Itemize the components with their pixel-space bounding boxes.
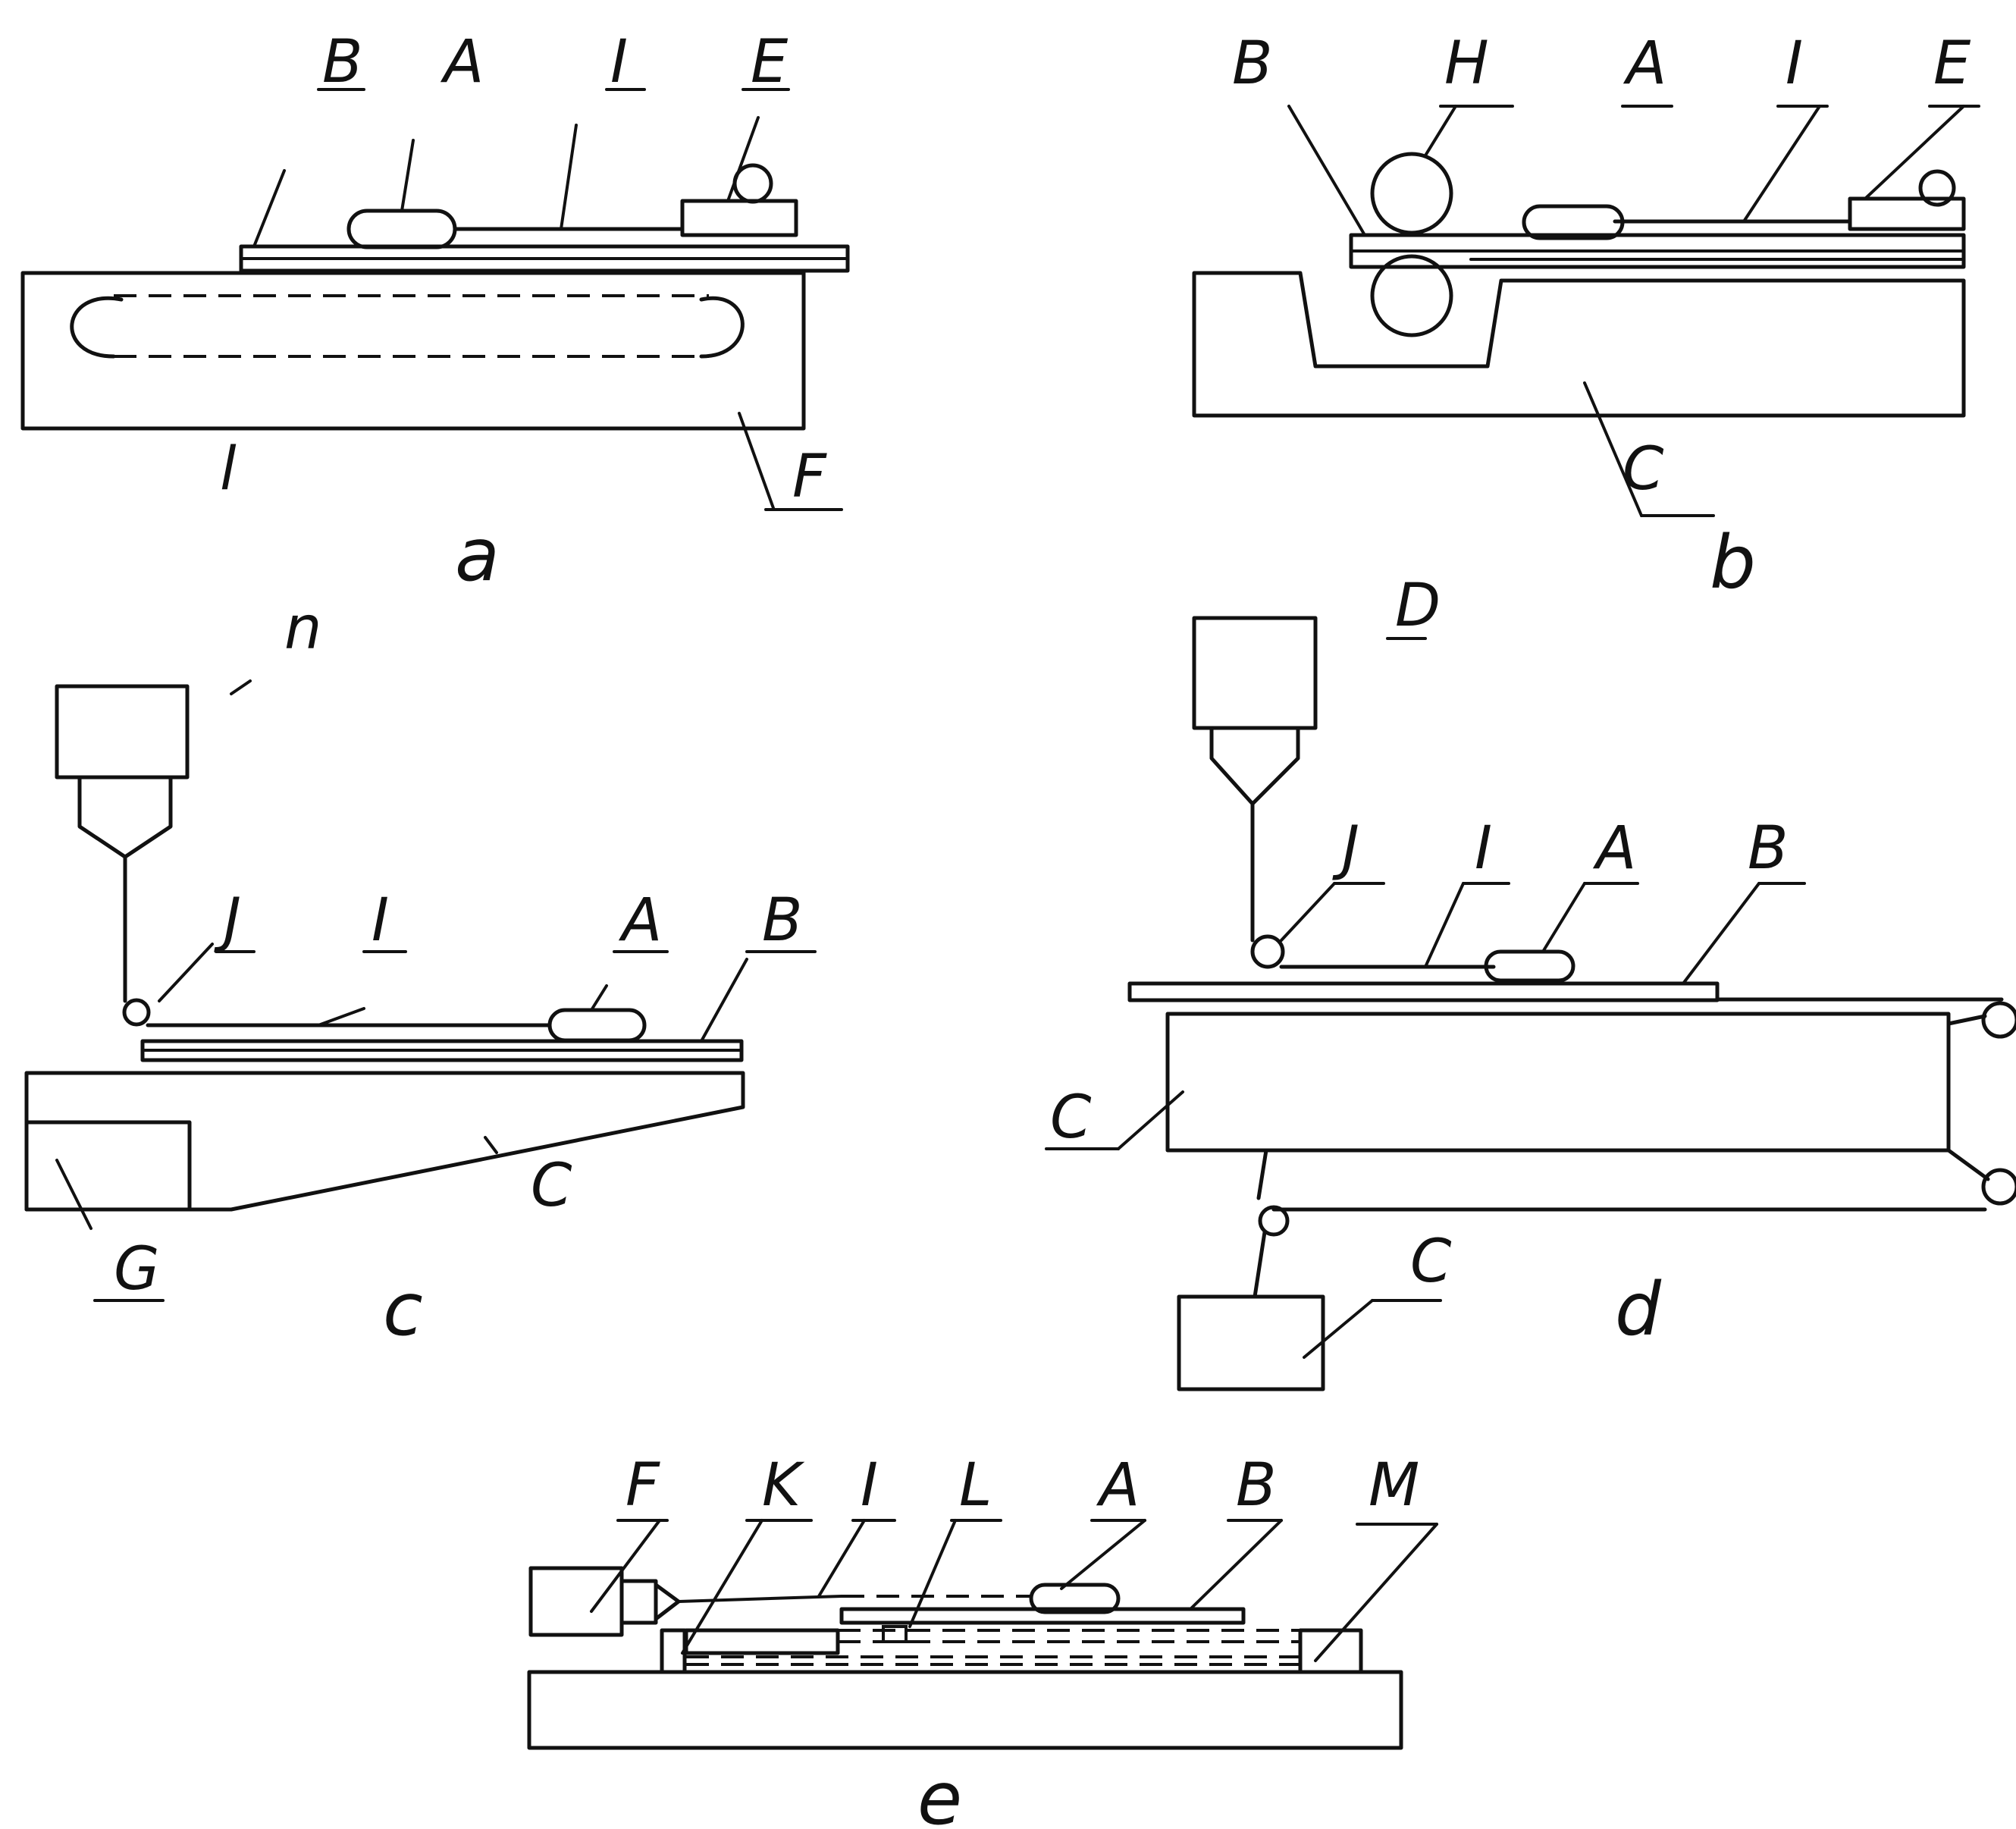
panel-e-base xyxy=(527,1670,1403,1750)
panel-d-base xyxy=(1165,1012,1951,1153)
panel-e-label-i: I xyxy=(861,1451,878,1520)
panel-e-label-k: K xyxy=(762,1451,805,1520)
panel-d-sheet xyxy=(1127,981,1720,1002)
panel-c-pulley xyxy=(122,998,151,1027)
panel-b-upper-roller xyxy=(1370,152,1453,235)
panel-e-label-f: F xyxy=(625,1451,660,1520)
panel-b-label-c: C xyxy=(1623,435,1664,504)
panel-c-label-c: C xyxy=(531,1152,572,1220)
panel-c-label-i: I xyxy=(372,886,389,955)
panel-a-sample xyxy=(346,209,457,249)
panel-d-right-upper-pulley xyxy=(1981,1001,2016,1039)
panel-b-label-e: E xyxy=(1933,30,1971,98)
panel-a-label-a: A xyxy=(440,28,484,96)
panel-e-label-m: M xyxy=(1369,1451,1419,1520)
panel-d-label-i: I xyxy=(1475,814,1492,883)
panel-c-label-a: A xyxy=(618,886,662,955)
panel-c-lens xyxy=(77,775,173,859)
panel-a-label-i: I xyxy=(610,28,628,96)
panel-e-label-b: B xyxy=(1236,1451,1277,1520)
panel-d-label-c-bottom: C xyxy=(1410,1228,1452,1296)
panel-a-label-l: l xyxy=(220,435,237,504)
panel-d-camera xyxy=(1192,616,1318,730)
panel-d-label-a: A xyxy=(1592,814,1636,883)
panel-e-right-grip xyxy=(1298,1628,1363,1674)
panel-c-sample xyxy=(547,1008,647,1043)
panel-c-label-g: G xyxy=(114,1235,159,1304)
panel-d-label-j: J xyxy=(1332,814,1359,883)
panel-d-lower-pulley xyxy=(1258,1205,1290,1237)
panel-e-motor xyxy=(528,1566,624,1637)
panel-b-label-a: A xyxy=(1623,30,1666,98)
panel-d-right-lower-pulley xyxy=(1981,1168,2016,1206)
panel-b-lower-roller xyxy=(1370,254,1453,337)
panel-b: B H A I E C b xyxy=(1192,30,1980,605)
panel-b-label-i: I xyxy=(1786,30,1803,98)
panel-e-sheet xyxy=(839,1607,1246,1625)
panel-d-sample xyxy=(1484,949,1575,983)
panel-c-base xyxy=(24,1071,745,1212)
panel-e-left-grip xyxy=(660,1628,687,1674)
panel-a-caption: a xyxy=(455,513,500,598)
panel-e-label-l: L xyxy=(959,1451,992,1520)
panel-a-label-e: E xyxy=(751,28,789,96)
panel-c-camera xyxy=(55,684,190,780)
panel-b-sample xyxy=(1522,204,1625,240)
panel-d-caption: d xyxy=(1615,1267,1662,1352)
panel-b-label-h: H xyxy=(1444,30,1489,98)
panel-b-clamp xyxy=(1848,196,1966,231)
panel-e-caption: e xyxy=(917,1756,962,1829)
panel-a-left-pulley xyxy=(70,296,124,359)
panel-a-right-pulley xyxy=(699,296,745,359)
panel-e-sample xyxy=(1029,1583,1121,1614)
panel-d-label-c-left: C xyxy=(1050,1084,1092,1152)
panel-c-label-j: J xyxy=(214,886,241,955)
panel-b-label-b: B xyxy=(1232,30,1273,98)
panel-a-base xyxy=(20,271,806,431)
panel-d-label-d: D xyxy=(1395,572,1441,640)
panel-b-base xyxy=(1192,271,1966,418)
panel-c-label-n: n xyxy=(284,595,321,663)
panel-a-label-b: B xyxy=(322,28,363,96)
panel-e: F K I L A B M e xyxy=(527,1451,1438,1829)
panel-d-label-b: B xyxy=(1748,814,1789,883)
panel-e-label-a: A xyxy=(1096,1451,1140,1520)
panel-c: n J I A B C G c xyxy=(24,595,817,1352)
panel-a-label-f: F xyxy=(792,443,827,511)
panel-a: B A I E l F a xyxy=(20,28,850,598)
panel-a-clamp xyxy=(680,199,798,237)
panel-c-caption: c xyxy=(383,1267,423,1352)
panel-c-label-b: B xyxy=(762,886,803,955)
panel-d-upper-pulley xyxy=(1250,934,1285,969)
panel-c-motor xyxy=(24,1120,192,1212)
panel-b-caption: b xyxy=(1710,520,1756,605)
panel-d: D J I A B C C d xyxy=(1045,572,2016,1391)
panel-d-weight xyxy=(1177,1294,1325,1391)
panel-d-lens xyxy=(1209,726,1300,806)
panel-e-carriage xyxy=(684,1628,840,1655)
